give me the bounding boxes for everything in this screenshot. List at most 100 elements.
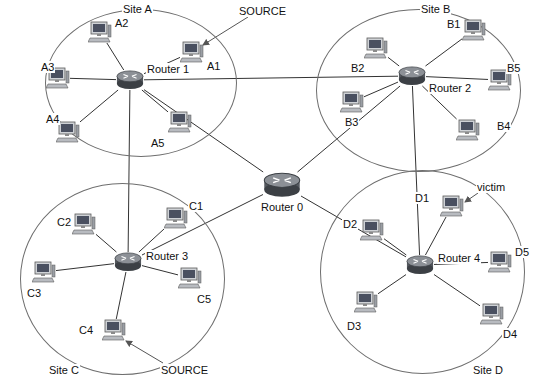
- network-link: [56, 264, 114, 271]
- leader-line: [126, 341, 163, 363]
- site-circle: Site ARouter 1A1A2A3A4A5: [45, 9, 237, 157]
- router-icon: [116, 70, 144, 90]
- link-line: [144, 76, 398, 80]
- link-line: [384, 239, 406, 255]
- host-label: D1: [414, 192, 430, 204]
- host-label: B1: [446, 18, 461, 30]
- computer-node: C3: [32, 261, 56, 283]
- host-label: D2: [342, 218, 358, 230]
- host-label: A4: [45, 113, 60, 125]
- host-label: B5: [506, 62, 521, 74]
- link-line: [116, 272, 126, 319]
- link-line: [364, 82, 398, 97]
- computer-node: B1: [462, 19, 486, 41]
- router-icon: [406, 255, 434, 275]
- computer-node: D5: [488, 251, 512, 273]
- computer-node: D1: [440, 195, 464, 217]
- computer-node: C1: [164, 207, 188, 229]
- network-link: [425, 217, 446, 255]
- host-label: B3: [344, 116, 359, 128]
- computer-node: C4: [102, 319, 126, 341]
- computer-icon: [360, 219, 384, 241]
- site-label: Site C: [48, 364, 80, 376]
- computer-node: B5: [488, 69, 512, 91]
- router-node: Router 0: [263, 172, 301, 198]
- host-label: C3: [26, 287, 42, 299]
- computer-icon: [72, 213, 96, 235]
- host-label: C4: [78, 324, 94, 336]
- computer-icon: [440, 195, 464, 217]
- link-line: [96, 234, 116, 252]
- host-label: D4: [502, 328, 518, 340]
- network-link: [426, 77, 488, 80]
- network-link: [364, 82, 398, 97]
- network-link: [70, 78, 116, 79]
- computer-icon: [168, 111, 192, 133]
- router-label: Router 3: [145, 250, 189, 262]
- host-label: A2: [114, 17, 129, 29]
- network-link: [96, 234, 116, 252]
- link-line: [142, 266, 178, 275]
- annotation-label: SOURCE: [238, 5, 287, 17]
- link-line: [70, 78, 116, 79]
- host-label: B2: [350, 62, 365, 74]
- host-label: D3: [346, 320, 362, 332]
- host-label: A3: [40, 61, 55, 73]
- computer-icon: [354, 291, 378, 313]
- computer-icon: [88, 21, 112, 43]
- computer-icon: [364, 37, 388, 59]
- link-line: [378, 275, 406, 294]
- network-link: [144, 90, 263, 172]
- router-label: Router 2: [428, 82, 472, 94]
- computer-node: C5: [178, 267, 202, 289]
- router-node: Router 3: [114, 252, 142, 272]
- link-line: [107, 43, 124, 70]
- link-line: [298, 86, 401, 172]
- computer-icon: [480, 303, 504, 325]
- site-circle: Site BRouter 2B1B2B3B4B5: [316, 9, 521, 172]
- host-label: A1: [206, 60, 221, 72]
- site-label: Site D: [472, 364, 504, 376]
- host-label: C2: [56, 216, 72, 228]
- computer-icon: [462, 19, 486, 41]
- router-node: Router 2: [398, 66, 426, 86]
- host-label: D5: [514, 246, 530, 258]
- network-link: [139, 229, 164, 252]
- host-label: A5: [150, 137, 165, 149]
- computer-node: A4: [56, 121, 80, 143]
- host-label: C1: [188, 200, 204, 212]
- link-line: [434, 275, 480, 306]
- computer-node: B4: [456, 119, 480, 141]
- link-line: [426, 77, 488, 80]
- network-link: [116, 272, 126, 319]
- computer-node: A2: [88, 21, 112, 43]
- network-link: [298, 86, 401, 172]
- leader-line: [203, 17, 248, 45]
- computer-node: A1: [180, 41, 204, 63]
- network-link: [388, 57, 399, 66]
- site-label: Site A: [122, 3, 153, 15]
- computer-node: D2: [360, 219, 384, 241]
- router-icon: [114, 252, 142, 272]
- computer-node: D4: [480, 303, 504, 325]
- network-link: [301, 196, 406, 257]
- network-link: [142, 195, 263, 256]
- link-line: [142, 90, 168, 112]
- computer-node: B3: [340, 91, 364, 113]
- computer-node: C2: [72, 213, 96, 235]
- computer-node: A3: [46, 67, 70, 89]
- site-circle: Site CRouter 3C1C2C3C4C5: [20, 183, 225, 375]
- router-icon: [263, 172, 301, 198]
- link-line: [301, 196, 406, 257]
- host-label: C5: [196, 293, 212, 305]
- router-icon: [398, 66, 426, 86]
- network-link: [142, 266, 178, 275]
- computer-icon: [164, 207, 188, 229]
- link-line: [388, 57, 399, 66]
- computer-icon: [32, 261, 56, 283]
- annotation-label: SOURCE: [160, 364, 209, 376]
- computer-icon: [456, 119, 480, 141]
- annotation-label: victim: [476, 181, 506, 193]
- network-link: [144, 76, 398, 80]
- computer-node: B2: [364, 37, 388, 59]
